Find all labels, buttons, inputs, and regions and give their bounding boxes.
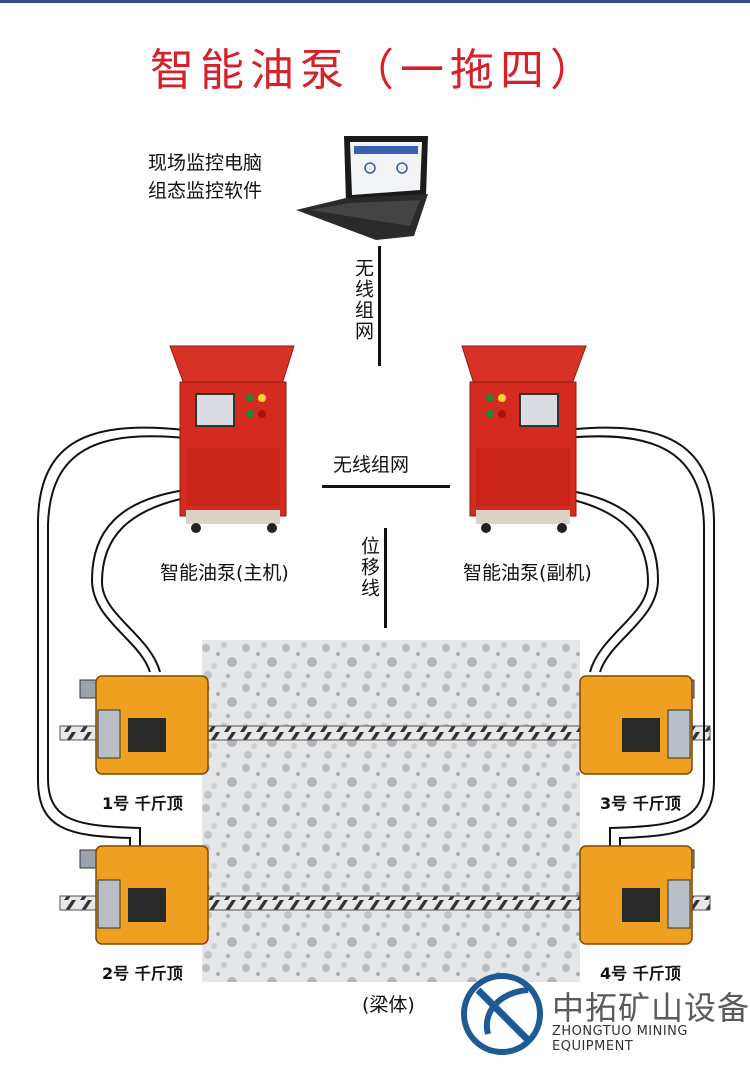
strand-bottom (59, 895, 711, 911)
pump-slave-label: 智能油泵(副机) (463, 562, 592, 584)
wireless-label-vertical: 无线组网 (352, 258, 374, 342)
zhongtuo-logo-icon (461, 973, 543, 1055)
wireless-label-horizontal: 无线组网 (333, 454, 410, 476)
hoses-left (37, 426, 186, 855)
jack-4-icon (579, 845, 695, 945)
top-border (0, 0, 750, 3)
pump-master-label: 智能油泵(主机) (160, 562, 289, 584)
jack-1-label: 1号 千斤顶 (102, 794, 183, 813)
laptop-icon (296, 136, 428, 240)
computer-label-line1: 现场监控电脑 (148, 152, 263, 174)
beam-label: (梁体) (362, 994, 415, 1016)
wireless-link-vertical (378, 246, 381, 366)
beam-body (202, 640, 580, 982)
jack-2-label: 2号 千斤顶 (102, 964, 183, 983)
logo-text-en: ZHONGTUO MINING EQUIPMENT (552, 1024, 688, 1054)
jack-1-icon (79, 675, 209, 775)
jack-3-label: 3号 千斤顶 (600, 794, 681, 813)
jack-4-label: 4号 千斤顶 (600, 964, 681, 983)
displacement-link (384, 528, 387, 628)
strand-top (59, 725, 711, 741)
pump-master-icon (169, 345, 295, 533)
computer-label-line2: 组态监控软件 (148, 180, 263, 202)
logo-text-zh: 中拓矿山设备 (552, 989, 750, 1027)
wireless-link-horizontal (322, 485, 450, 488)
displacement-label: 位移线 (358, 536, 380, 599)
jack-3-icon (579, 675, 695, 775)
hoses-right (564, 426, 715, 855)
jack-2-icon (79, 845, 209, 945)
page-title: 智能油泵（一拖四） (150, 45, 600, 96)
pump-slave-icon (461, 345, 587, 533)
